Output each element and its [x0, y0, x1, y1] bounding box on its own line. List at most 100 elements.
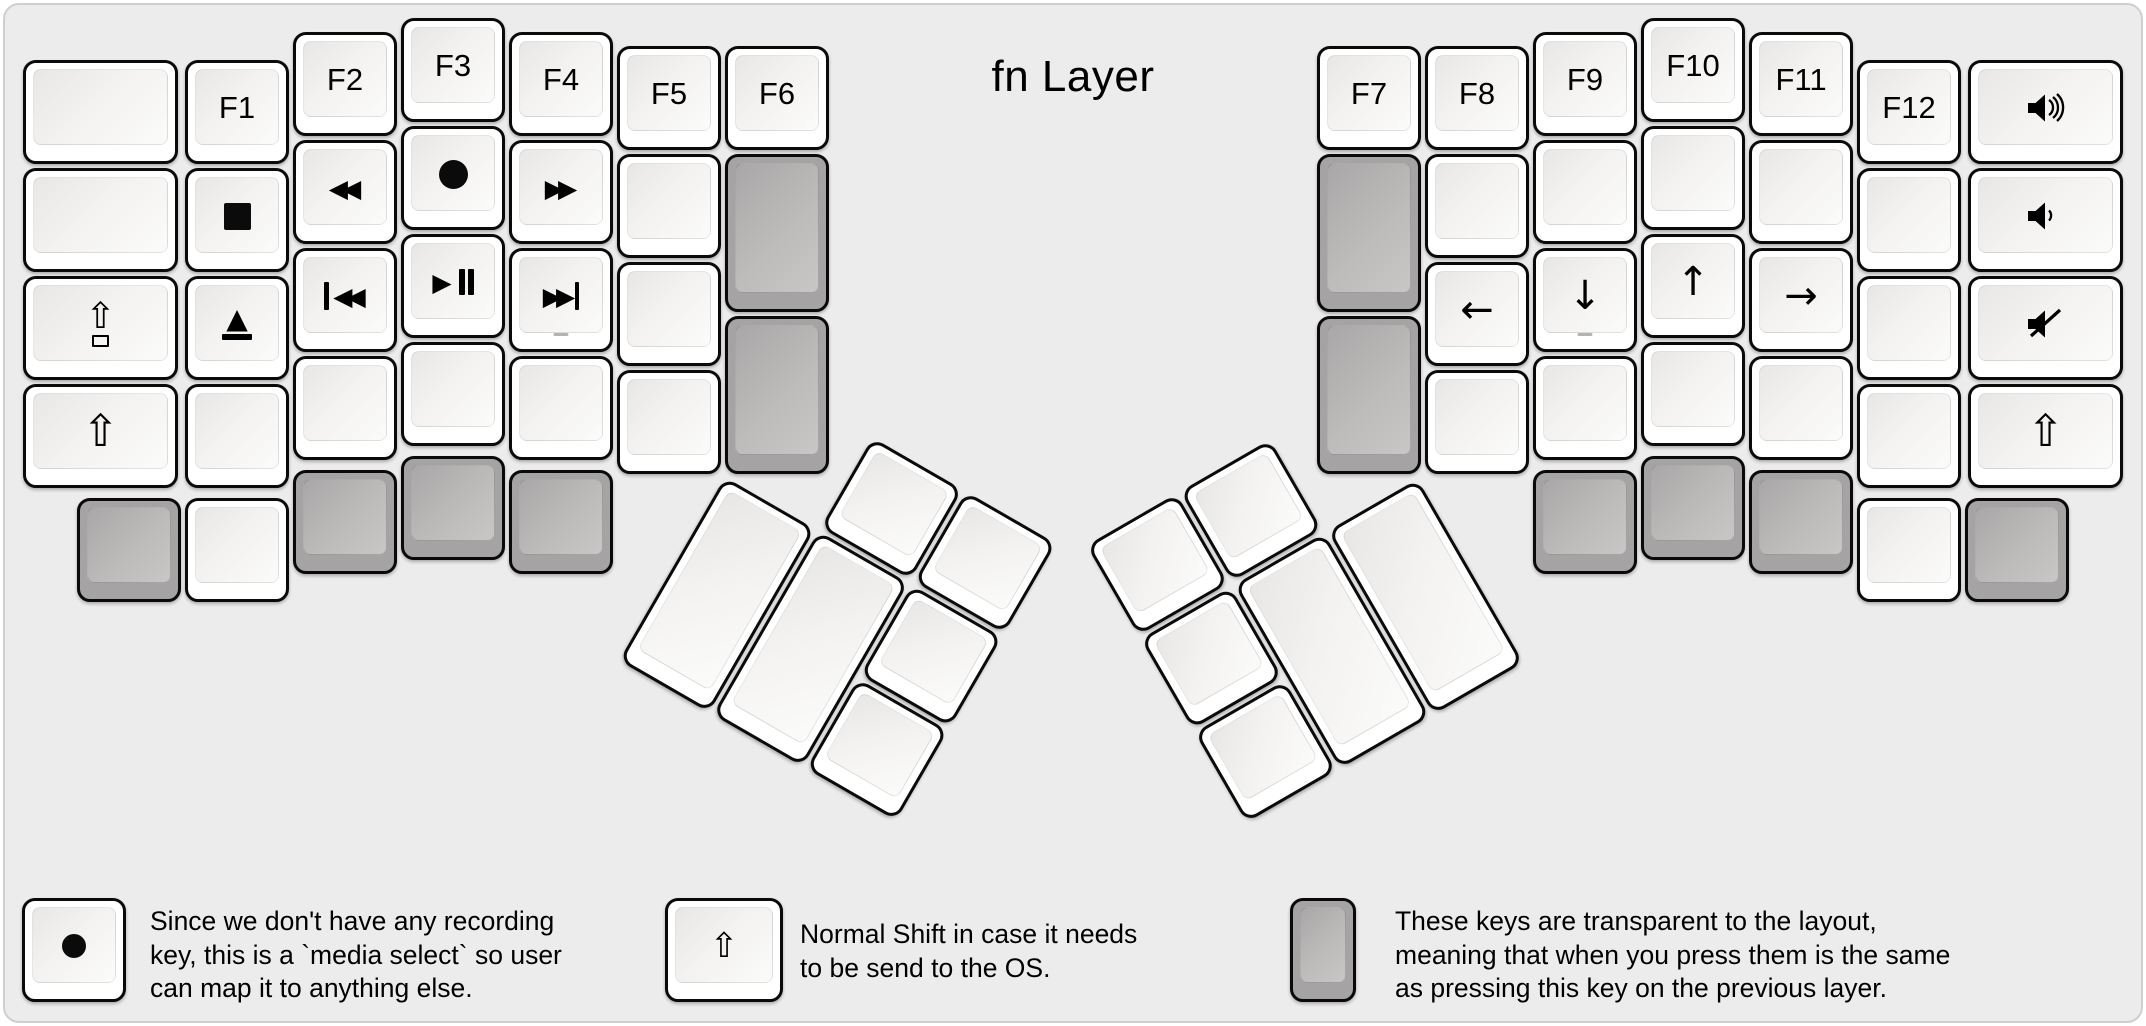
key-play-pause[interactable]: ▶ — [401, 234, 505, 338]
key-label: F10 — [1666, 48, 1720, 83]
key-transparent[interactable] — [293, 470, 397, 574]
key-transparent[interactable] — [725, 316, 829, 474]
key-rewind[interactable]: ◀◀ — [293, 140, 397, 244]
key-f8[interactable]: F8 — [1425, 46, 1529, 150]
key-stop[interactable] — [185, 168, 289, 272]
key-transparent[interactable] — [1317, 154, 1421, 312]
keycap-face — [33, 177, 168, 253]
key-blank[interactable] — [1641, 342, 1745, 446]
key-label: F3 — [434, 48, 472, 83]
key-next-track[interactable]: ▶▶ — [509, 248, 613, 352]
key-blank[interactable] — [401, 342, 505, 446]
keycap-face — [1978, 69, 2113, 145]
key-f11[interactable]: F11 — [1749, 32, 1853, 136]
key-caps-lock[interactable]: ⇧ — [23, 276, 178, 380]
key-shift[interactable]: ⇧ — [23, 384, 178, 488]
key-f7[interactable]: F7 — [1317, 46, 1421, 150]
key-transparent[interactable] — [509, 470, 613, 574]
keycap-face — [1435, 55, 1519, 131]
key-blank[interactable] — [23, 168, 178, 272]
key-blank[interactable] — [1533, 140, 1637, 244]
key-transparent[interactable] — [1641, 456, 1745, 560]
key-transparent[interactable] — [77, 498, 181, 602]
key-blank[interactable] — [1425, 154, 1529, 258]
key-blank[interactable] — [1749, 356, 1853, 460]
key-label: F8 — [1458, 76, 1496, 111]
key-blank[interactable] — [1533, 356, 1637, 460]
keycap-face — [87, 507, 171, 583]
keycap-face — [1651, 351, 1735, 427]
keycap-face — [735, 325, 819, 455]
keycap-face — [1300, 907, 1346, 983]
key-blank[interactable] — [23, 60, 178, 164]
key-label: F9 — [1566, 62, 1604, 97]
key-shift[interactable]: ⇧ — [1968, 384, 2123, 488]
key-f5[interactable]: F5 — [617, 46, 721, 150]
key-arrow-down[interactable]: ↓ — [1533, 248, 1637, 352]
key-blank[interactable] — [1857, 276, 1961, 380]
key-fast-forward[interactable]: ▶▶ — [509, 140, 613, 244]
mute-icon: .a{fill:none;stroke:#000;stroke-width:2.… — [2023, 305, 2069, 343]
key-eject[interactable]: ▲ — [185, 276, 289, 380]
key-transparent[interactable] — [725, 154, 829, 312]
key-transparent[interactable] — [1749, 470, 1853, 574]
key-blank[interactable] — [1857, 168, 1961, 272]
keycap-face — [33, 285, 168, 361]
key-f4[interactable]: F4 — [509, 32, 613, 136]
keycap-face — [33, 69, 168, 145]
key-f2[interactable]: F2 — [293, 32, 397, 136]
key-blank[interactable] — [617, 370, 721, 474]
key-transparent[interactable] — [1317, 316, 1421, 474]
caps-icon: ⇧ — [85, 299, 116, 347]
key-blank[interactable] — [1857, 498, 1961, 602]
key-blank[interactable] — [1857, 384, 1961, 488]
key-blank[interactable] — [617, 154, 721, 258]
vol-down-icon: .a{fill:none;stroke:#000;stroke-width:2.… — [2023, 197, 2069, 235]
key-transparent[interactable] — [1533, 470, 1637, 574]
keycap-face — [1435, 163, 1519, 239]
key-record[interactable] — [401, 126, 505, 230]
key-arrow-left[interactable]: ← — [1425, 262, 1529, 366]
keycap-face — [1867, 507, 1951, 583]
key-blank[interactable] — [1425, 370, 1529, 474]
key-f1[interactable]: F1 — [185, 60, 289, 164]
keycap-face — [675, 907, 773, 983]
key-blank[interactable] — [509, 356, 613, 460]
keycap-face — [932, 504, 1043, 613]
keycap-face — [1099, 506, 1211, 615]
key-blank[interactable] — [293, 356, 397, 460]
legend-transparent-caption: These keys are transparent to the layout… — [1395, 906, 1951, 1003]
key-volume-down[interactable]: .a{fill:none;stroke:#000;stroke-width:2.… — [1968, 168, 2123, 272]
key-label: F7 — [1350, 76, 1388, 111]
key-prev-track[interactable]: ◀◀ — [293, 248, 397, 352]
keycap-face — [303, 149, 387, 225]
key-transparent[interactable] — [401, 456, 505, 560]
key-f12[interactable]: F12 — [1857, 60, 1961, 164]
key-blank[interactable] — [185, 498, 289, 602]
key-volume-up[interactable]: .a{fill:none;stroke:#000;stroke-width:2.… — [1968, 60, 2123, 164]
keycap-face — [1759, 365, 1843, 441]
keycap-face — [1543, 149, 1627, 225]
key-blank[interactable] — [1749, 140, 1853, 244]
key-f6[interactable]: F6 — [725, 46, 829, 150]
keycap-face — [519, 149, 603, 225]
keycap-face — [838, 450, 950, 559]
key-blank[interactable] — [617, 262, 721, 366]
keycap-face — [627, 271, 711, 347]
key-f9[interactable]: F9 — [1533, 32, 1637, 136]
eject-icon: ▲ — [222, 305, 252, 340]
keycap-face — [303, 479, 387, 555]
keycap-face — [627, 55, 711, 131]
key-f10[interactable]: F10 — [1641, 18, 1745, 122]
key-label: F12 — [1882, 90, 1936, 125]
rewind-icon: ◀◀ — [328, 173, 362, 203]
legend-record-caption: Since we don't have any recording key, t… — [150, 906, 562, 1003]
key-blank[interactable] — [185, 384, 289, 488]
key-arrow-right[interactable]: → — [1749, 248, 1853, 352]
key-f3[interactable]: F3 — [401, 18, 505, 122]
key-transparent[interactable] — [1965, 498, 2069, 602]
keycap-face — [627, 163, 711, 239]
key-mute[interactable]: .a{fill:none;stroke:#000;stroke-width:2.… — [1968, 276, 2123, 380]
key-blank[interactable] — [1641, 126, 1745, 230]
key-arrow-up[interactable]: ↑ — [1641, 234, 1745, 338]
